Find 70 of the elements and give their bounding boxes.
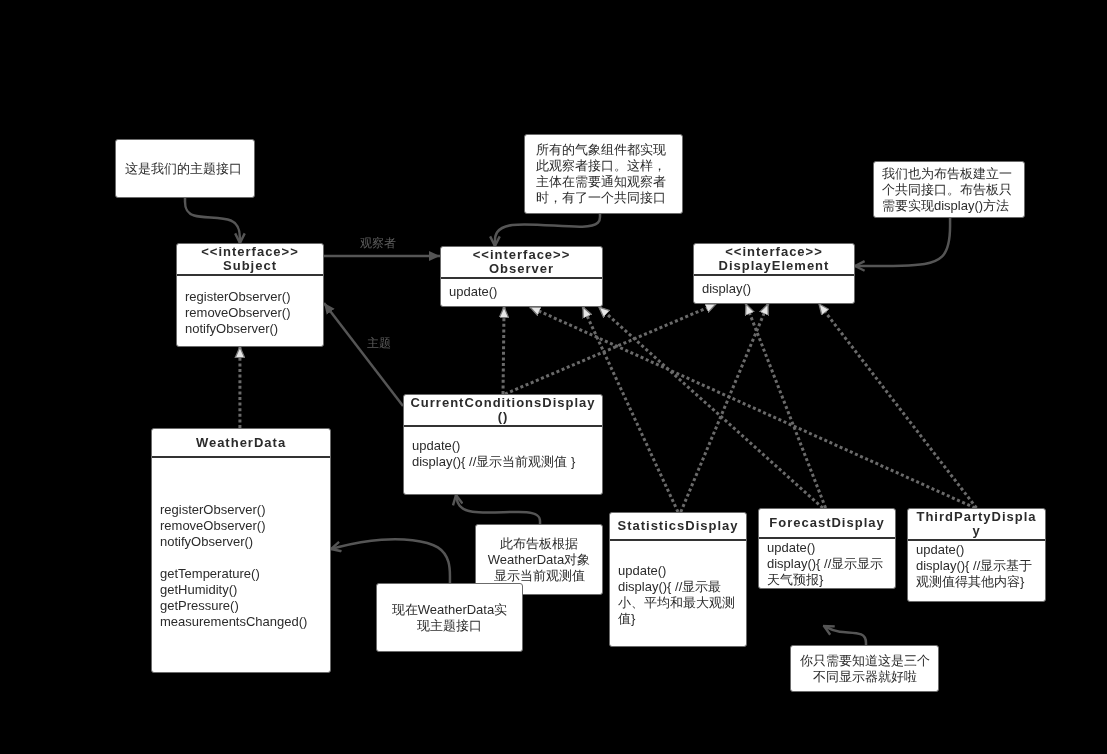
dotted-arrow	[597, 305, 824, 510]
note-text: 你只需要知道这是三个不同显示器就好啦	[798, 652, 931, 685]
class-box	[609, 512, 747, 647]
method-label: update()	[916, 542, 965, 558]
method-label: measurementsChanged()	[160, 614, 308, 630]
dotted-arrow	[817, 303, 978, 509]
class-name: CurrentConditionsDisplay()	[409, 396, 597, 424]
class-box	[176, 243, 324, 347]
dotted-arrow	[679, 303, 770, 513]
method-label: removeObserver()	[160, 518, 266, 534]
class-name: StatisticsDisplay	[617, 519, 739, 533]
arrow	[323, 302, 404, 407]
class-box	[907, 508, 1046, 602]
method-label: update()	[412, 438, 461, 454]
dotted-arrow	[529, 305, 976, 510]
dotted-arrow	[504, 302, 717, 396]
method-label: getPressure()	[160, 598, 239, 614]
method-label: display()	[702, 281, 752, 297]
note-text: 所有的气象组件都实现此观察者接口。这样，主体在需要通知观察者时，有了一个共同接口	[536, 142, 667, 206]
note-box	[115, 139, 255, 198]
note-text: 此布告板根据WeatherData对象显示当前观测值	[486, 535, 592, 584]
dotted-arrow	[581, 306, 680, 513]
method-label: display(){ //显示当前观测值 }	[412, 454, 576, 470]
note-box	[873, 161, 1025, 218]
method-label: update()	[767, 540, 816, 556]
arrow	[324, 251, 440, 261]
method-label: registerObserver()	[160, 502, 266, 518]
class-name: Subject	[223, 259, 277, 273]
method-label: getHumidity()	[160, 582, 238, 598]
stereotype-label: <<interface>>	[725, 245, 823, 259]
class-box	[440, 246, 603, 307]
class-box	[758, 508, 896, 589]
note-box	[524, 134, 683, 214]
note-text: 现在WeatherData实现主题接口	[390, 601, 509, 634]
note-box	[790, 645, 939, 692]
method-label: notifyObserver()	[185, 321, 279, 337]
curved-arrow	[451, 493, 542, 524]
curved-arrow	[183, 198, 246, 245]
method-label: update()	[449, 284, 498, 300]
class-name: ThirdPartyDisplay	[915, 510, 1038, 538]
dotted-arrow	[498, 306, 510, 395]
edge-label: 主题	[364, 335, 393, 350]
note-text: 我们也为布告板建立一个共同接口。布告板只需要实现display()方法	[882, 165, 1013, 214]
curved-arrow	[329, 538, 452, 583]
curved-arrow	[853, 218, 952, 272]
stereotype-label: <<interface>>	[472, 248, 571, 262]
class-box	[151, 428, 331, 673]
method-label: update()	[618, 563, 667, 579]
class-name: Observer	[488, 262, 555, 276]
dotted-arrow	[234, 346, 246, 428]
class-name: DisplayElement	[718, 259, 830, 273]
class-box	[403, 394, 603, 495]
method-label: registerObserver()	[185, 289, 291, 305]
note-text: 这是我们的主题接口	[125, 160, 242, 177]
curved-arrow	[822, 624, 868, 645]
class-name: ForecastDisplay	[769, 516, 885, 530]
method-label: getTemperature()	[160, 566, 260, 582]
curved-arrow	[488, 214, 602, 248]
note-box	[475, 524, 603, 595]
class-box	[693, 243, 855, 304]
stereotype-label: <<interface>>	[201, 245, 299, 259]
method-label: removeObserver()	[185, 305, 291, 321]
method-label: display(){ //显示基于观测值得其他内容}	[916, 558, 1034, 590]
class-name: WeatherData	[195, 435, 287, 450]
note-box	[376, 583, 523, 652]
method-label: display(){ //显示显示天气预报}	[767, 556, 885, 588]
method-label: display(){ //显示最小、平均和最大观测值}	[618, 579, 736, 627]
dotted-arrow	[744, 303, 827, 509]
edge-label: 观察者	[358, 236, 398, 250]
method-label: notifyObserver()	[160, 534, 254, 550]
